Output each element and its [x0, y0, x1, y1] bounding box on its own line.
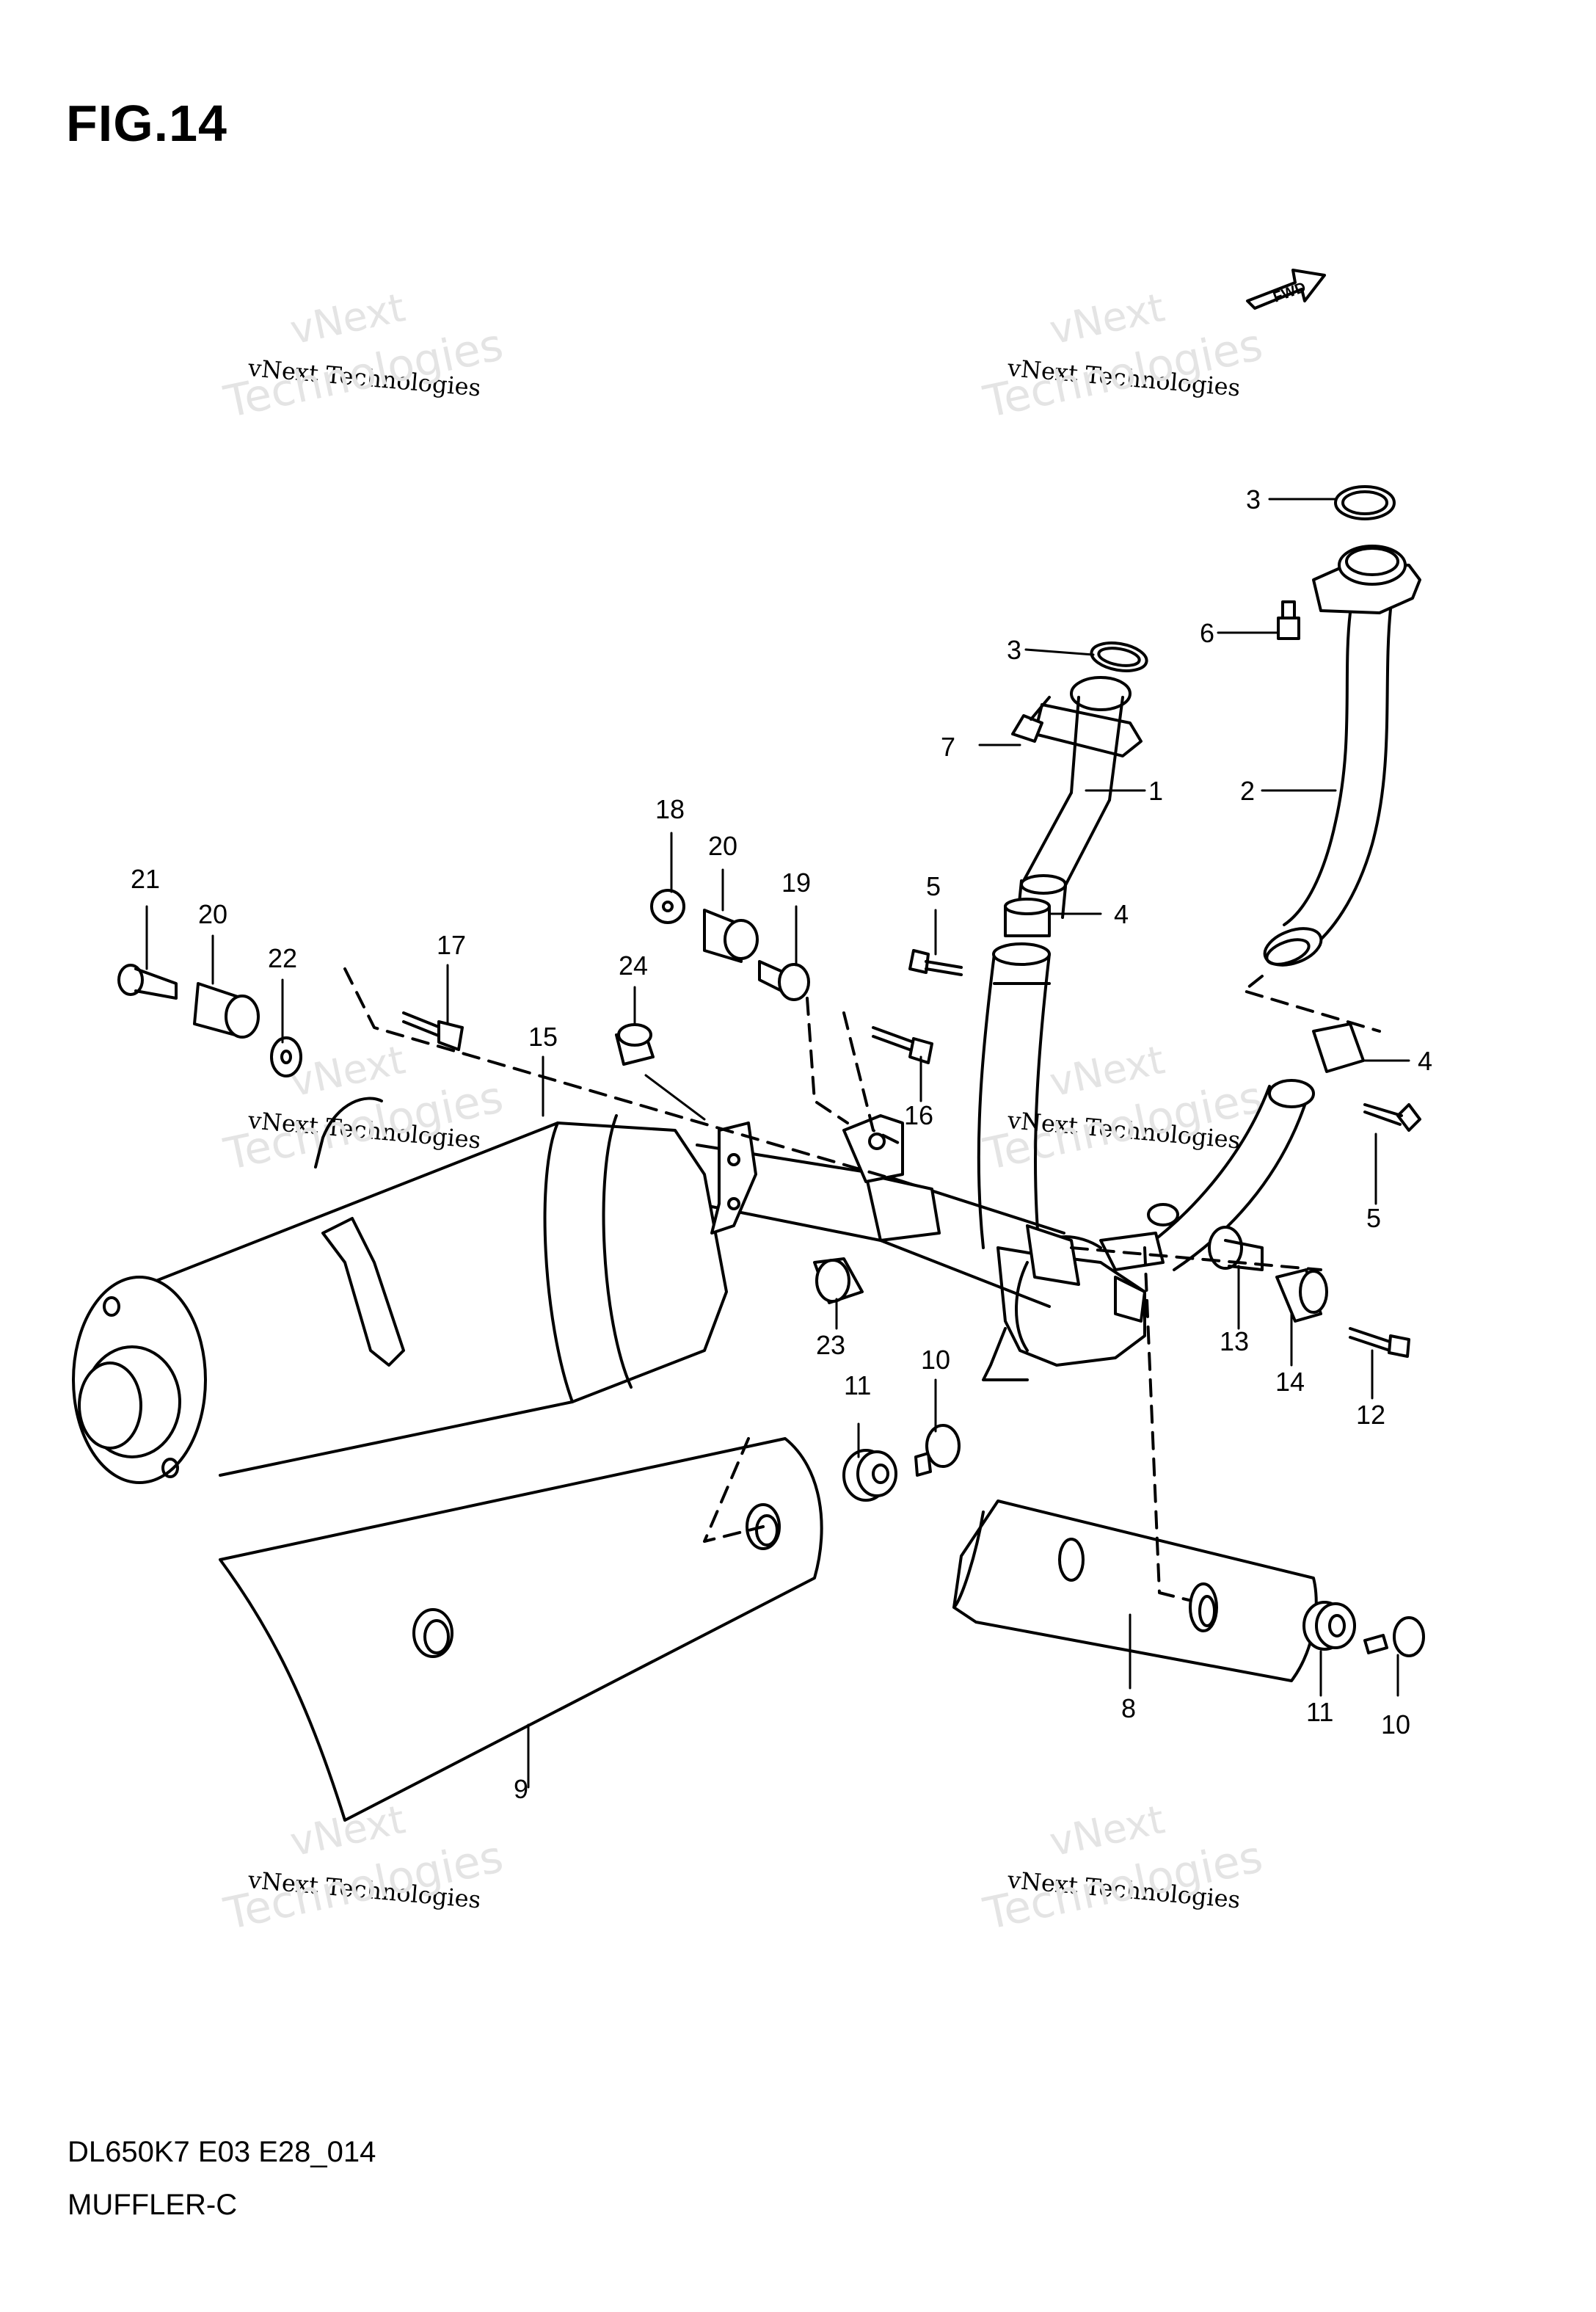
bolt-5-middle — [908, 949, 963, 976]
gasket-middle — [1090, 641, 1148, 672]
fwd-arrow-icon: FWD — [1246, 269, 1326, 310]
callout-6: 6 — [1200, 618, 1214, 648]
footer-name: MUFFLER-C — [68, 2189, 238, 2221]
callout-15: 15 — [528, 1022, 558, 1052]
callout-labels: 3 6 2 3 7 1 4 5 4 5 21 20 22 17 15 18 20… — [131, 484, 1432, 1804]
callout-22: 22 — [268, 943, 297, 973]
grommet-11-left — [842, 1449, 897, 1502]
callout-20: 20 — [708, 831, 737, 861]
callout-3: 3 — [1246, 484, 1261, 515]
callout-11: 11 — [844, 1370, 871, 1400]
callout-3: 3 — [1007, 635, 1021, 665]
callout-11: 11 — [1306, 1697, 1333, 1727]
figure-title: FIG.14 — [66, 95, 227, 152]
leader-lines — [145, 498, 1410, 1789]
assembly-lines — [343, 967, 1322, 1602]
connector-pipe — [977, 942, 1051, 1249]
callout-5: 5 — [926, 871, 941, 901]
callout-4: 4 — [1418, 1046, 1432, 1076]
callout-5: 5 — [1366, 1203, 1381, 1233]
heat-shield-8 — [952, 1499, 1318, 1682]
callout-10: 10 — [1381, 1709, 1410, 1740]
callout-18: 18 — [655, 794, 685, 824]
callout-20: 20 — [198, 899, 227, 929]
sleeve-4-middle — [1004, 898, 1051, 937]
exhaust-pipe-1 — [1017, 676, 1143, 919]
footer-code: DL650K7 E03 E28_014 — [68, 2136, 376, 2168]
cushion-23 — [813, 1257, 864, 1304]
plug-24 — [615, 1023, 655, 1066]
exhaust-pipe-2 — [1263, 545, 1421, 967]
bolt-7 — [1011, 696, 1051, 743]
bush-13 — [1208, 1226, 1264, 1271]
callout-9: 9 — [514, 1774, 528, 1804]
callout-4: 4 — [1114, 899, 1129, 929]
callout-23: 23 — [816, 1330, 845, 1360]
callout-14: 14 — [1275, 1367, 1305, 1397]
bolt-21 — [117, 964, 178, 1000]
gasket-right-inner — [1341, 490, 1388, 515]
heat-shield-9 — [219, 1437, 823, 1822]
bolt-12 — [1349, 1327, 1410, 1358]
gasket-right — [1334, 485, 1396, 520]
callout-8: 8 — [1121, 1693, 1136, 1723]
washer-22 — [270, 1036, 302, 1077]
cushion-14 — [1275, 1268, 1328, 1323]
grommet-11-right — [1302, 1601, 1356, 1651]
callout-13: 13 — [1220, 1326, 1249, 1356]
callout-2: 2 — [1240, 776, 1255, 806]
bolt-16 — [872, 1026, 933, 1064]
callout-10: 10 — [921, 1345, 950, 1375]
washer-18 — [650, 889, 685, 924]
mounting-bracket — [842, 1114, 1179, 1271]
fwd-label: FWD — [1271, 279, 1308, 305]
collector-pipe-right — [1041, 1079, 1315, 1271]
callout-7: 7 — [941, 732, 955, 762]
cushion-20-left — [193, 982, 260, 1039]
bolt-17 — [402, 1011, 464, 1051]
bolt-6 — [1277, 600, 1300, 640]
callout-16: 16 — [904, 1100, 933, 1130]
cushion-20-upper — [703, 909, 759, 963]
bolt-10-right — [1363, 1616, 1425, 1657]
callout-21: 21 — [131, 864, 160, 894]
callout-19: 19 — [781, 868, 811, 898]
sleeve-4-right — [1312, 1022, 1365, 1073]
callout-17: 17 — [437, 930, 466, 960]
bolt-5-right — [1363, 1103, 1421, 1132]
bush-19 — [758, 960, 810, 1001]
muffler-15 — [72, 1097, 757, 1484]
callout-12: 12 — [1356, 1400, 1385, 1430]
bolt-10-left — [914, 1424, 961, 1477]
callout-1: 1 — [1148, 776, 1163, 806]
callout-24: 24 — [619, 950, 648, 981]
